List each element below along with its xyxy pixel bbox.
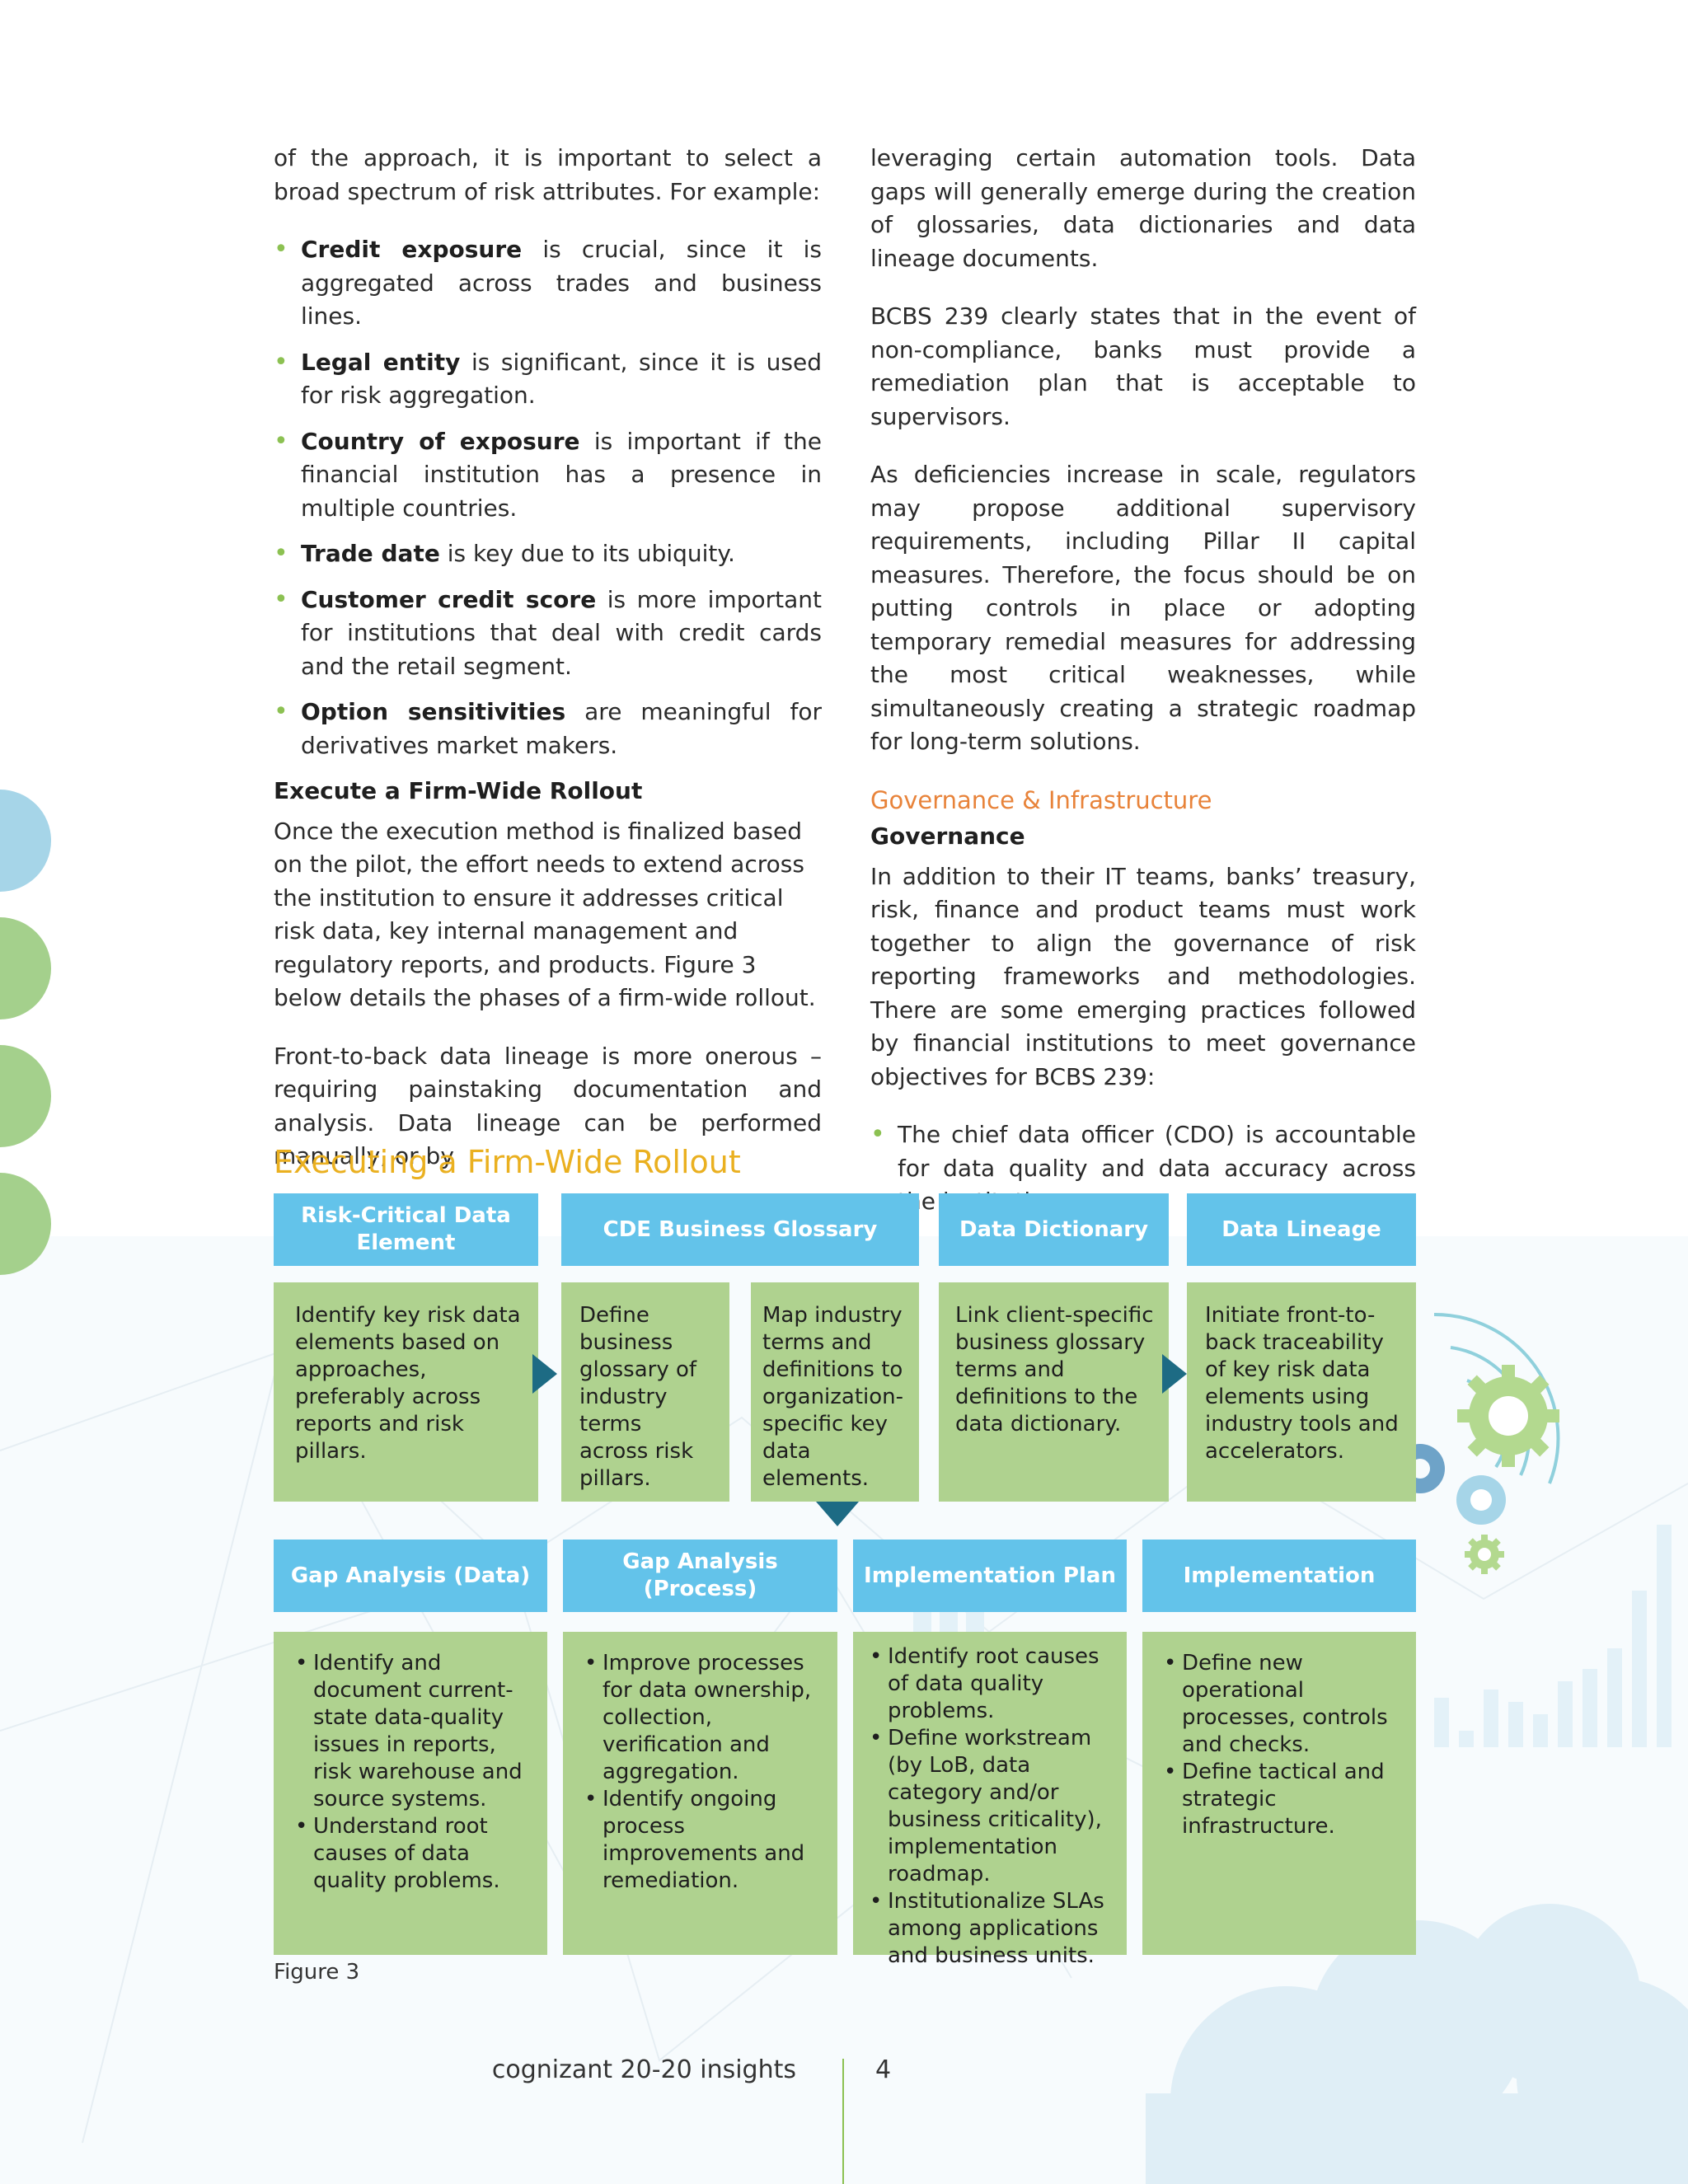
list-item-text: is important if the financial institutio… — [301, 427, 822, 522]
lineage-paragraph: Front-to-back data lineage is more onero… — [274, 1042, 822, 1170]
rollout-heading: Execute a Firm-Wide Rollout — [274, 777, 643, 804]
list-item: Institutionalize SLAs among applications… — [870, 1888, 1123, 1970]
arrow-down-icon — [816, 1502, 859, 1526]
list-item: The chief data officer (CDO) is accounta… — [870, 1118, 1416, 1219]
list-item: Trade date is key due to its ubiquity. — [274, 537, 822, 571]
figure-box-implementation: Define new operational processes, contro… — [1142, 1632, 1416, 1955]
figure-box-gap-data: Identify and document current-state data… — [274, 1632, 547, 1955]
figure-box-dictionary: Link client-specific business glossary t… — [939, 1282, 1169, 1502]
figure-header-risk-critical: Risk-Critical Data Element — [274, 1193, 538, 1266]
figure-header-gap-process: Gap Analysis (Process) — [563, 1540, 837, 1612]
list-item-term: Trade date — [301, 540, 440, 567]
list-item-term: Option sensitivities — [301, 698, 566, 725]
list-item: Credit exposure is crucial, since it is … — [274, 233, 822, 334]
list-item-text: is crucial, since it is aggregated acros… — [301, 236, 822, 330]
list-item: Define tactical and strategic infrastruc… — [1164, 1759, 1400, 1840]
list-item: Define workstream (by LoB, data category… — [870, 1725, 1123, 1888]
list-item: Option sensitivities are meaningful for … — [274, 696, 822, 762]
list-item: Identify ongoing process improvements an… — [584, 1786, 821, 1895]
figure-box-risk-critical: Identify key risk data elements based on… — [274, 1282, 538, 1502]
list-item: Understand root causes of data quality p… — [295, 1813, 531, 1895]
intro-paragraph: of the approach, it is important to sele… — [274, 144, 822, 205]
list-item: Improve processes for data ownership, co… — [584, 1650, 821, 1786]
automation-paragraph: leveraging certain automation tools. Dat… — [870, 144, 1416, 272]
figure-caption: Figure 3 — [274, 1960, 360, 1985]
figure-box-gap-process: Improve processes for data ownership, co… — [563, 1632, 837, 1955]
list-item: Customer credit score is more important … — [274, 583, 822, 684]
figure-title: Executing a Firm-Wide Rollout — [274, 1144, 741, 1180]
list-item: Identify root causes of data quality pro… — [870, 1643, 1123, 1725]
figure-header-implementation: Implementation — [1142, 1540, 1416, 1612]
deficiencies-paragraph: As deficiencies increase in scale, regul… — [870, 461, 1416, 755]
figure-box-glossary-map: Map industry terms and definitions to or… — [751, 1282, 919, 1502]
list-item-text: are meaningful for derivatives market ma… — [301, 698, 822, 759]
footer-divider — [842, 2059, 844, 2184]
governance-subheading: Governance — [870, 823, 1025, 850]
figure-header-dictionary: Data Dictionary — [939, 1193, 1169, 1266]
arrow-right-icon — [1162, 1354, 1187, 1394]
arrow-right-icon — [532, 1354, 557, 1394]
list-item: Legal entity is significant, since it is… — [274, 346, 822, 413]
list-item-term: Country of exposure — [301, 427, 580, 455]
list-item-text: is more important for institutions that … — [301, 585, 822, 680]
list-item: Identify and document current-state data… — [295, 1650, 531, 1813]
section-heading: Governance & Infrastructure — [870, 785, 1212, 814]
figure-header-gap-data: Gap Analysis (Data) — [274, 1540, 547, 1612]
figure-header-impl-plan: Implementation Plan — [853, 1540, 1127, 1612]
figure-box-lineage: Initiate front-to-back traceability of k… — [1187, 1282, 1416, 1502]
footer-brand: cognizant 20-20 insights — [491, 2055, 796, 2084]
risk-attribute-list: Credit exposure is crucial, since it is … — [274, 233, 822, 762]
governance-paragraph: In addition to their IT teams, banks’ tr… — [870, 862, 1416, 1090]
figure-box-impl-plan: Identify root causes of data quality pro… — [853, 1632, 1127, 1968]
page-number: 4 — [875, 2055, 892, 2084]
list-item: Country of exposure is important if the … — [274, 425, 822, 526]
left-column: of the approach, it is important to sele… — [274, 142, 822, 1174]
rollout-paragraph: Once the execution method is finalized b… — [274, 817, 816, 1012]
bcbs-paragraph: BCBS 239 clearly states that in the even… — [870, 302, 1416, 430]
list-item-term: Credit exposure — [301, 236, 523, 263]
figure-box-glossary-define: Define business glossary of industry ter… — [561, 1282, 729, 1502]
figure-header-lineage: Data Lineage — [1187, 1193, 1416, 1266]
list-item-text: is significant, since it is used for ris… — [301, 348, 822, 410]
governance-list: The chief data officer (CDO) is accounta… — [870, 1118, 1416, 1219]
right-column: leveraging certain automation tools. Dat… — [870, 142, 1416, 1231]
list-item-term: Legal entity — [301, 348, 461, 376]
list-item-term: Customer credit score — [301, 585, 597, 613]
figure-header-glossary: CDE Business Glossary — [561, 1193, 919, 1266]
list-item-text: is key due to its ubiquity. — [439, 540, 735, 567]
list-item: Define new operational processes, contro… — [1164, 1650, 1400, 1759]
